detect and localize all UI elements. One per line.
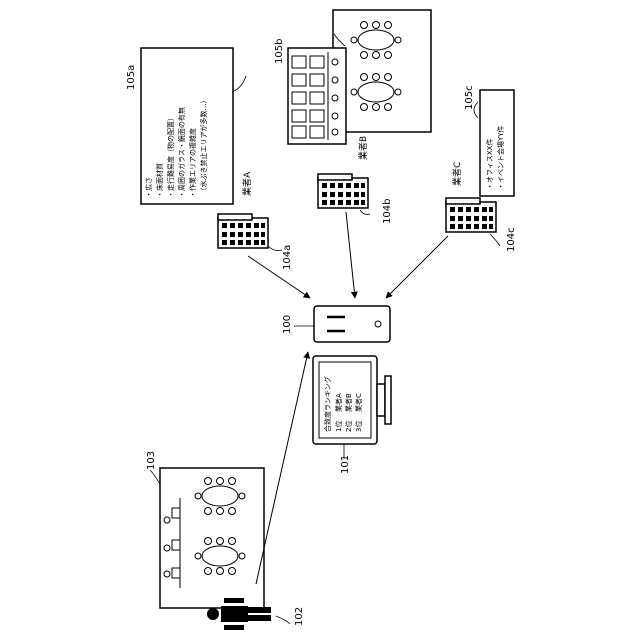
site-info-card-105c: ・オフィスXX件 ・イベント会場YY件 — [480, 90, 514, 196]
info-105c-line-0: ・オフィスXX件 — [485, 139, 494, 190]
ranking-name-1: 業者A — [334, 393, 343, 412]
office-layout-105b — [288, 10, 431, 144]
ref-105c: 105c — [464, 85, 475, 110]
info-105a-line-4: ・作業エリアの複雑度 — [188, 128, 197, 198]
vendor-a-label: 業者A — [241, 171, 253, 196]
building-icon-104a — [218, 214, 268, 248]
ref-105b: 105b — [274, 39, 285, 64]
info-105a-line-0: ・広さ — [144, 177, 153, 198]
vendor-b-label: 業者B — [357, 136, 369, 160]
server-100 — [314, 306, 390, 342]
info-105a-line-5: （水ぶき禁止エリアが多数…） — [199, 97, 208, 199]
ref-102: 102 — [294, 607, 305, 626]
arrow-104b-to-server — [346, 212, 355, 298]
info-105a-line-1: ・床面材質 — [155, 163, 164, 198]
arrow-104c-to-server — [386, 236, 448, 298]
ranking-title: 合致度ランキング — [323, 376, 332, 432]
ref-100: 100 — [282, 315, 293, 334]
ref-104c: 104c — [506, 227, 517, 252]
building-icon-104b — [318, 174, 368, 208]
ref-101: 101 — [340, 455, 351, 474]
terminal-101: 合致度ランキング 1位 業者A 2位 業者B 3位 業者C — [313, 356, 391, 444]
ranking-rank-3: 3位 — [354, 421, 363, 432]
ranking-name-3: 業者C — [354, 393, 363, 412]
info-105a-line-2: ・走行難易度（物の配置） — [166, 114, 175, 198]
ref-104a: 104a — [282, 245, 293, 270]
info-105a-line-3: ・周囲のガラス・鏡面の有無 — [177, 107, 186, 198]
site-info-card-105a: ・広さ ・床面材質 ・走行難易度（物の配置） ・周囲のガラス・鏡面の有無 ・作業… — [141, 48, 233, 204]
arrow-104a-to-server — [248, 256, 310, 298]
ref-104b: 104b — [382, 199, 393, 224]
ranking-name-2: 業者B — [344, 393, 353, 412]
ref-103: 103 — [146, 451, 157, 470]
building-icon-104c — [446, 198, 496, 232]
vendor-c-label: 業者C — [451, 162, 463, 186]
info-105c-line-1: ・イベント会場YY件 — [496, 125, 505, 190]
floor-plan-103 — [160, 468, 264, 608]
ranking-rank-1: 1位 — [334, 421, 343, 432]
ranking-rank-2: 2位 — [344, 421, 353, 432]
ref-105a: 105a — [126, 65, 137, 90]
